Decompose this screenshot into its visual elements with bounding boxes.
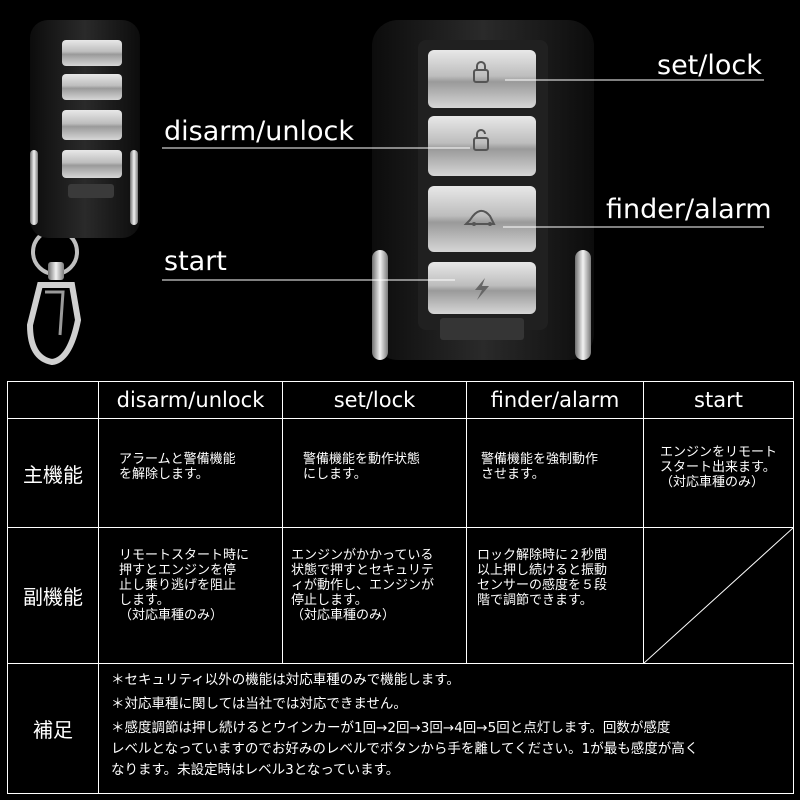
table-row-sub-function: 副機能 リモートスタート時に 押すとエンジンを停 止し乗り逃げを阻止 します。 … [7,527,794,664]
cell-sub-set: エンジンがかかっている 状態で押すとセキュリテ ィが動作し、エンジンが 停止しま… [282,527,467,664]
cell-text: アラームと警備機能 を解除します。 [119,452,236,482]
label-set-lock: set/lock [657,50,762,81]
header-finder-alarm: finder/alarm [466,381,644,419]
row-label-sub: 副機能 [7,527,99,664]
header-start: start [643,381,794,419]
start-button [428,262,536,314]
cell-main-disarm: アラームと警備機能 を解除します。 [98,418,283,528]
cell-text: リモートスタート時に 押すとエンジンを停 止し乗り逃げを阻止 します。 （対応車… [119,548,250,623]
table-row-main-function: 主機能 アラームと警備機能 を解除します。 警備機能を動作状態 にします。 警備… [7,418,794,528]
large-remote [372,20,594,360]
note-item: ＊対応車種に関しては当社では対応できません。 [111,696,407,712]
table-header-row: disarm/unlock set/lock finder/alarm star… [7,381,794,419]
cell-sub-finder: ロック解除時に２秒間 以上押し続けると振動 センサーの感度を５段 階で調節できま… [466,527,644,664]
header-set-lock: set/lock [282,381,467,419]
cell-sub-disarm: リモートスタート時に 押すとエンジンを停 止し乗り逃げを阻止 します。 （対応車… [98,527,283,664]
cell-text: 警備機能を強制動作 させます。 [481,452,599,482]
cell-main-finder: 警備機能を強制動作 させます。 [466,418,644,528]
car-alarm-icon [463,209,496,226]
diagonal-slash [644,528,793,663]
label-finder-alarm: finder/alarm [606,194,772,225]
cell-sub-start-empty [643,527,794,664]
disarm-unlock-button [428,116,536,176]
note-item: ＊感度調節は押し続けるとウインカーが1回→2回→3回→4回→5回と点灯します。回… [111,720,699,778]
cell-main-set: 警備機能を動作状態 にします。 [282,418,467,528]
label-disarm-unlock: disarm/unlock [164,116,355,147]
unlock-icon [473,129,489,151]
cell-text: ロック解除時に２秒間 以上押し続けると振動 センサーの感度を５段 階で調節できま… [477,548,608,608]
function-table: disarm/unlock set/lock finder/alarm star… [7,381,794,794]
table-row-notes: 補足 ＊セキュリティ以外の機能は対応車種のみで機能します。 ＊対応車種に関しては… [7,663,794,794]
cell-text: エンジンがかかっている 状態で押すとセキュリテ ィが動作し、エンジンが 停止しま… [291,548,435,623]
lightning-start-icon [475,278,489,300]
header-corner [7,381,99,419]
row-label-notes: 補足 [7,663,99,794]
small-remote [26,20,140,366]
label-start: start [164,246,227,277]
remote-photo [26,20,764,366]
lock-icon [473,61,489,83]
callout-lines [162,79,764,281]
set-lock-button [428,50,536,108]
header-disarm-unlock: disarm/unlock [98,381,283,419]
cell-text: 警備機能を動作状態 にします。 [303,452,421,482]
notes-cell: ＊セキュリティ以外の機能は対応車種のみで機能します。 ＊対応車種に関しては当社で… [98,663,794,794]
cell-main-start: エンジンをリモート スタート出来ます。 （対応車種のみ） [643,418,794,528]
note-item: ＊セキュリティ以外の機能は対応車種のみで機能します。 [111,672,460,688]
finder-alarm-button [428,186,536,252]
row-label-main: 主機能 [7,418,99,528]
cell-text: エンジンをリモート スタート出来ます。 （対応車種のみ） [660,445,778,490]
